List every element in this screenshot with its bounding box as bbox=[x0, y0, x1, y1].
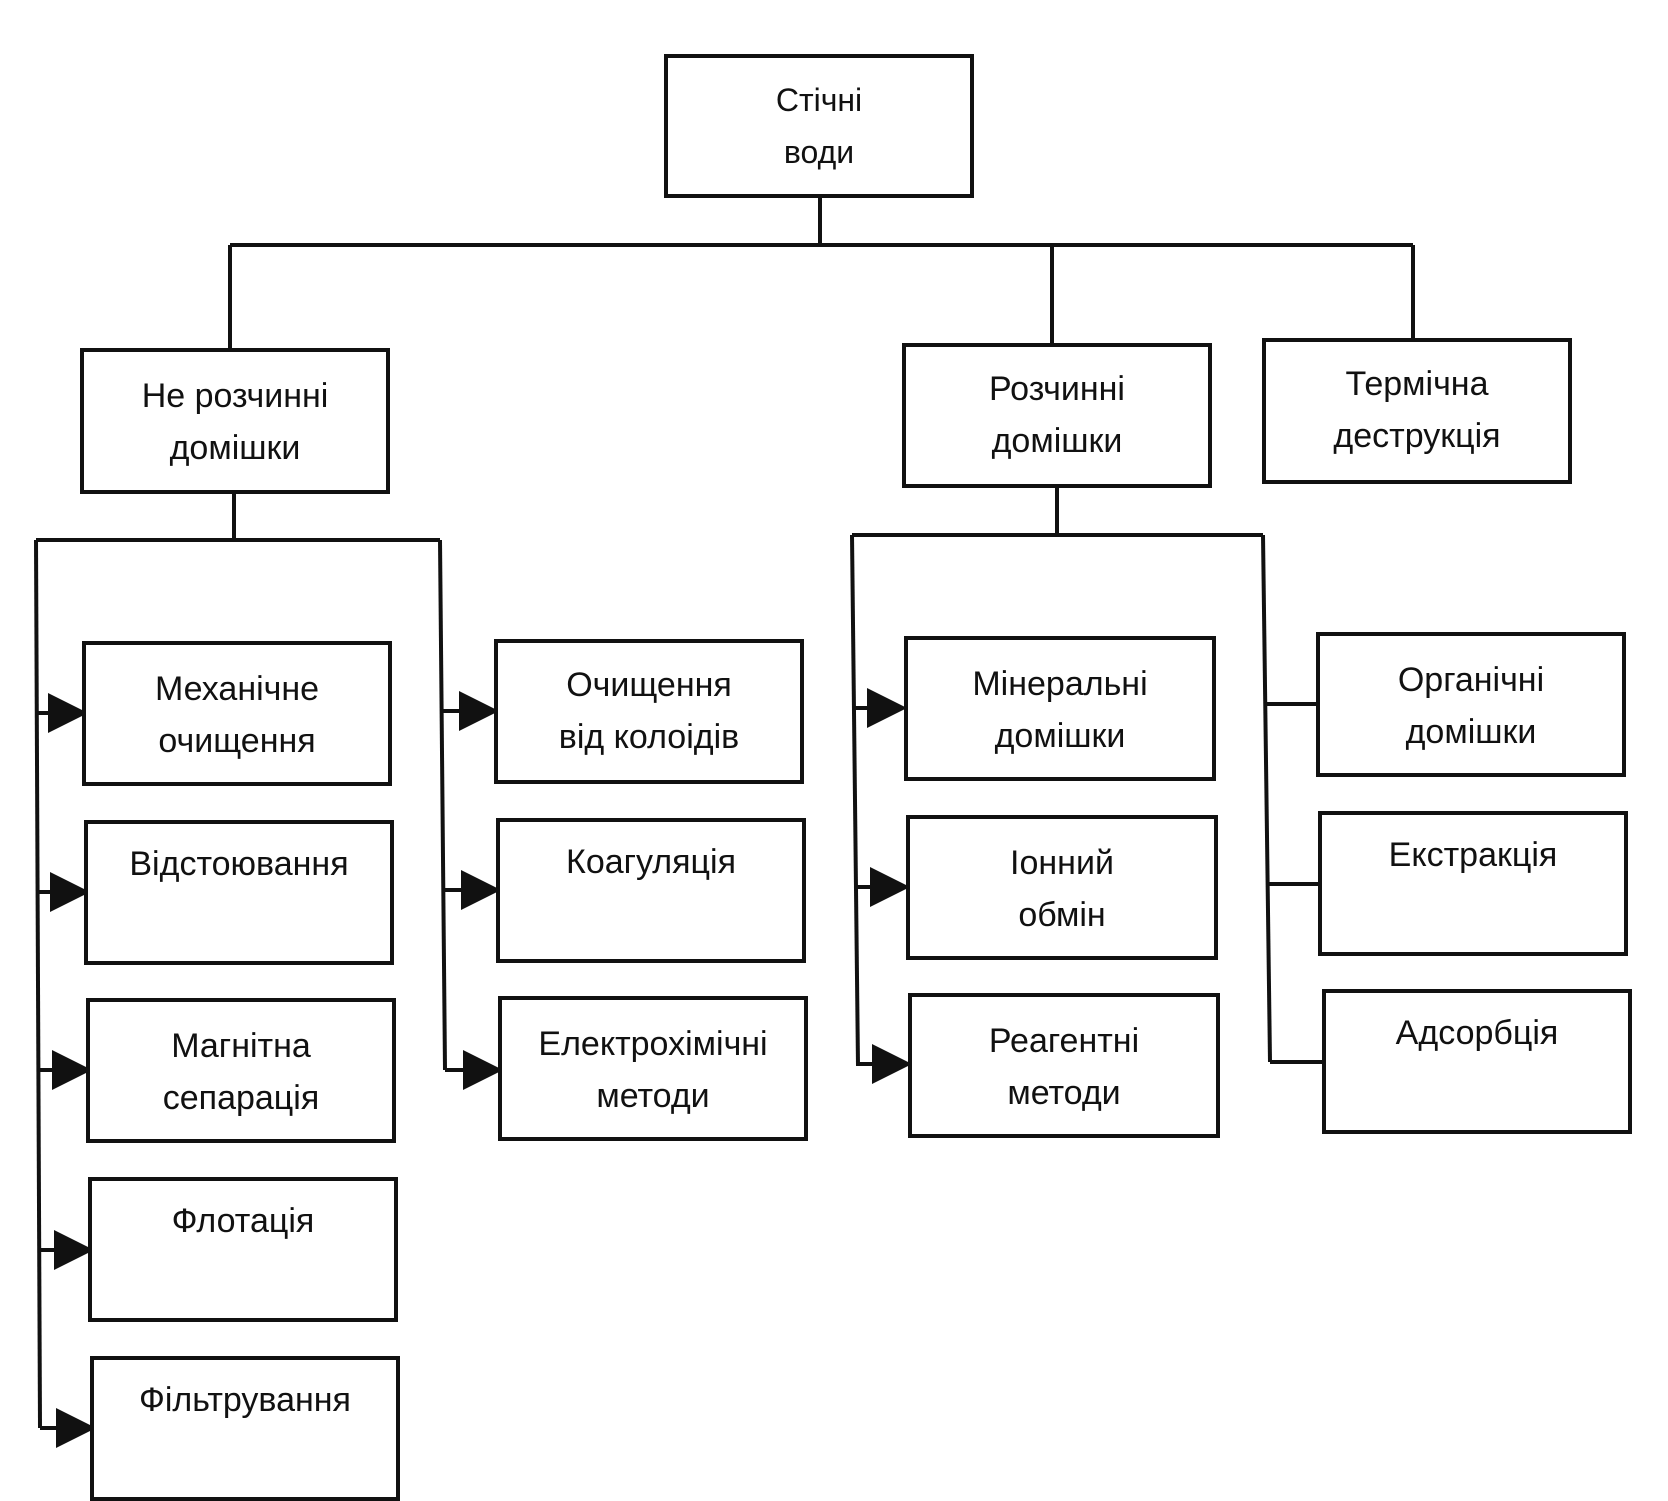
method-label-1: Реагентні bbox=[988, 1022, 1140, 1060]
method-label-1: Мінеральні bbox=[972, 665, 1148, 703]
soluble-node: Розчинні домішки bbox=[902, 343, 1212, 488]
method-label-2: очищення bbox=[158, 722, 316, 760]
method-label-2: сепарація bbox=[162, 1079, 320, 1117]
thermal-label-2: деструкція bbox=[1333, 417, 1501, 455]
method-label-1: Екстракція bbox=[1388, 836, 1558, 874]
method-colloid: Очищення від колоідів bbox=[494, 639, 804, 784]
method-coagulation: Коагуляція bbox=[496, 818, 806, 963]
method-label-2: методи bbox=[596, 1077, 710, 1115]
method-label-1: Іонний bbox=[1010, 844, 1114, 882]
method-settling: Відстоювання bbox=[84, 820, 394, 965]
method-filtration: Фільтрування bbox=[90, 1356, 400, 1501]
thermal-node: Термічна деструкція bbox=[1262, 338, 1572, 484]
method-label-1: Органічні bbox=[1397, 661, 1545, 699]
method-label-1: Флотація bbox=[171, 1202, 315, 1240]
method-flotation: Флотація bbox=[88, 1177, 398, 1322]
root-label-1: Стічні bbox=[775, 82, 863, 118]
soluble-left-trunk bbox=[850, 534, 860, 1067]
insoluble-node: Не розчинні домішки bbox=[80, 348, 390, 494]
method-label-1: Відстоювання bbox=[129, 845, 349, 883]
method-label-2: від колоідів bbox=[558, 718, 740, 756]
root-label-2: води bbox=[783, 134, 855, 170]
method-label-2: домішки bbox=[1405, 713, 1537, 751]
method-label-1: Механічне bbox=[154, 670, 320, 708]
method-label-2: методи bbox=[1007, 1074, 1121, 1112]
soluble-right-trunk bbox=[1261, 534, 1272, 1063]
method-electrochemical: Електрохімічні методи bbox=[498, 996, 808, 1141]
method-mechanical: Механічне очищення bbox=[82, 641, 392, 786]
method-label-2: обмін bbox=[1018, 896, 1106, 934]
method-label-2: домішки bbox=[994, 717, 1126, 755]
method-label-1: Магнітна bbox=[171, 1027, 311, 1065]
method-label-1: Фільтрування bbox=[139, 1381, 351, 1419]
soluble-label-1: Розчинні bbox=[989, 370, 1125, 408]
insoluble-label-1: Не розчинні bbox=[141, 377, 329, 415]
method-reagent: Реагентні методи bbox=[908, 993, 1220, 1138]
root-node: Стічні води bbox=[664, 54, 974, 198]
method-extraction: Екстракція bbox=[1318, 811, 1628, 956]
method-label-1: Електрохімічні bbox=[538, 1025, 768, 1063]
method-label-1: Коагуляція bbox=[566, 843, 736, 881]
insoluble-label-2: домішки bbox=[169, 429, 301, 467]
soluble-label-2: домішки bbox=[991, 422, 1123, 460]
thermal-label-1: Термічна bbox=[1345, 365, 1489, 403]
insoluble-left-trunk bbox=[34, 539, 42, 1429]
method-magnetic: Магнітна сепарація bbox=[86, 998, 396, 1143]
method-mineral: Мінеральні домішки bbox=[904, 636, 1216, 781]
method-ion-exchange: Іонний обмін bbox=[906, 815, 1218, 960]
method-adsorption: Адсорбція bbox=[1322, 989, 1632, 1134]
method-label-1: Очищення bbox=[566, 666, 732, 704]
method-organic: Органічні домішки bbox=[1316, 632, 1626, 777]
method-label-1: Адсорбція bbox=[1395, 1014, 1559, 1052]
insoluble-right-trunk bbox=[438, 539, 447, 1071]
